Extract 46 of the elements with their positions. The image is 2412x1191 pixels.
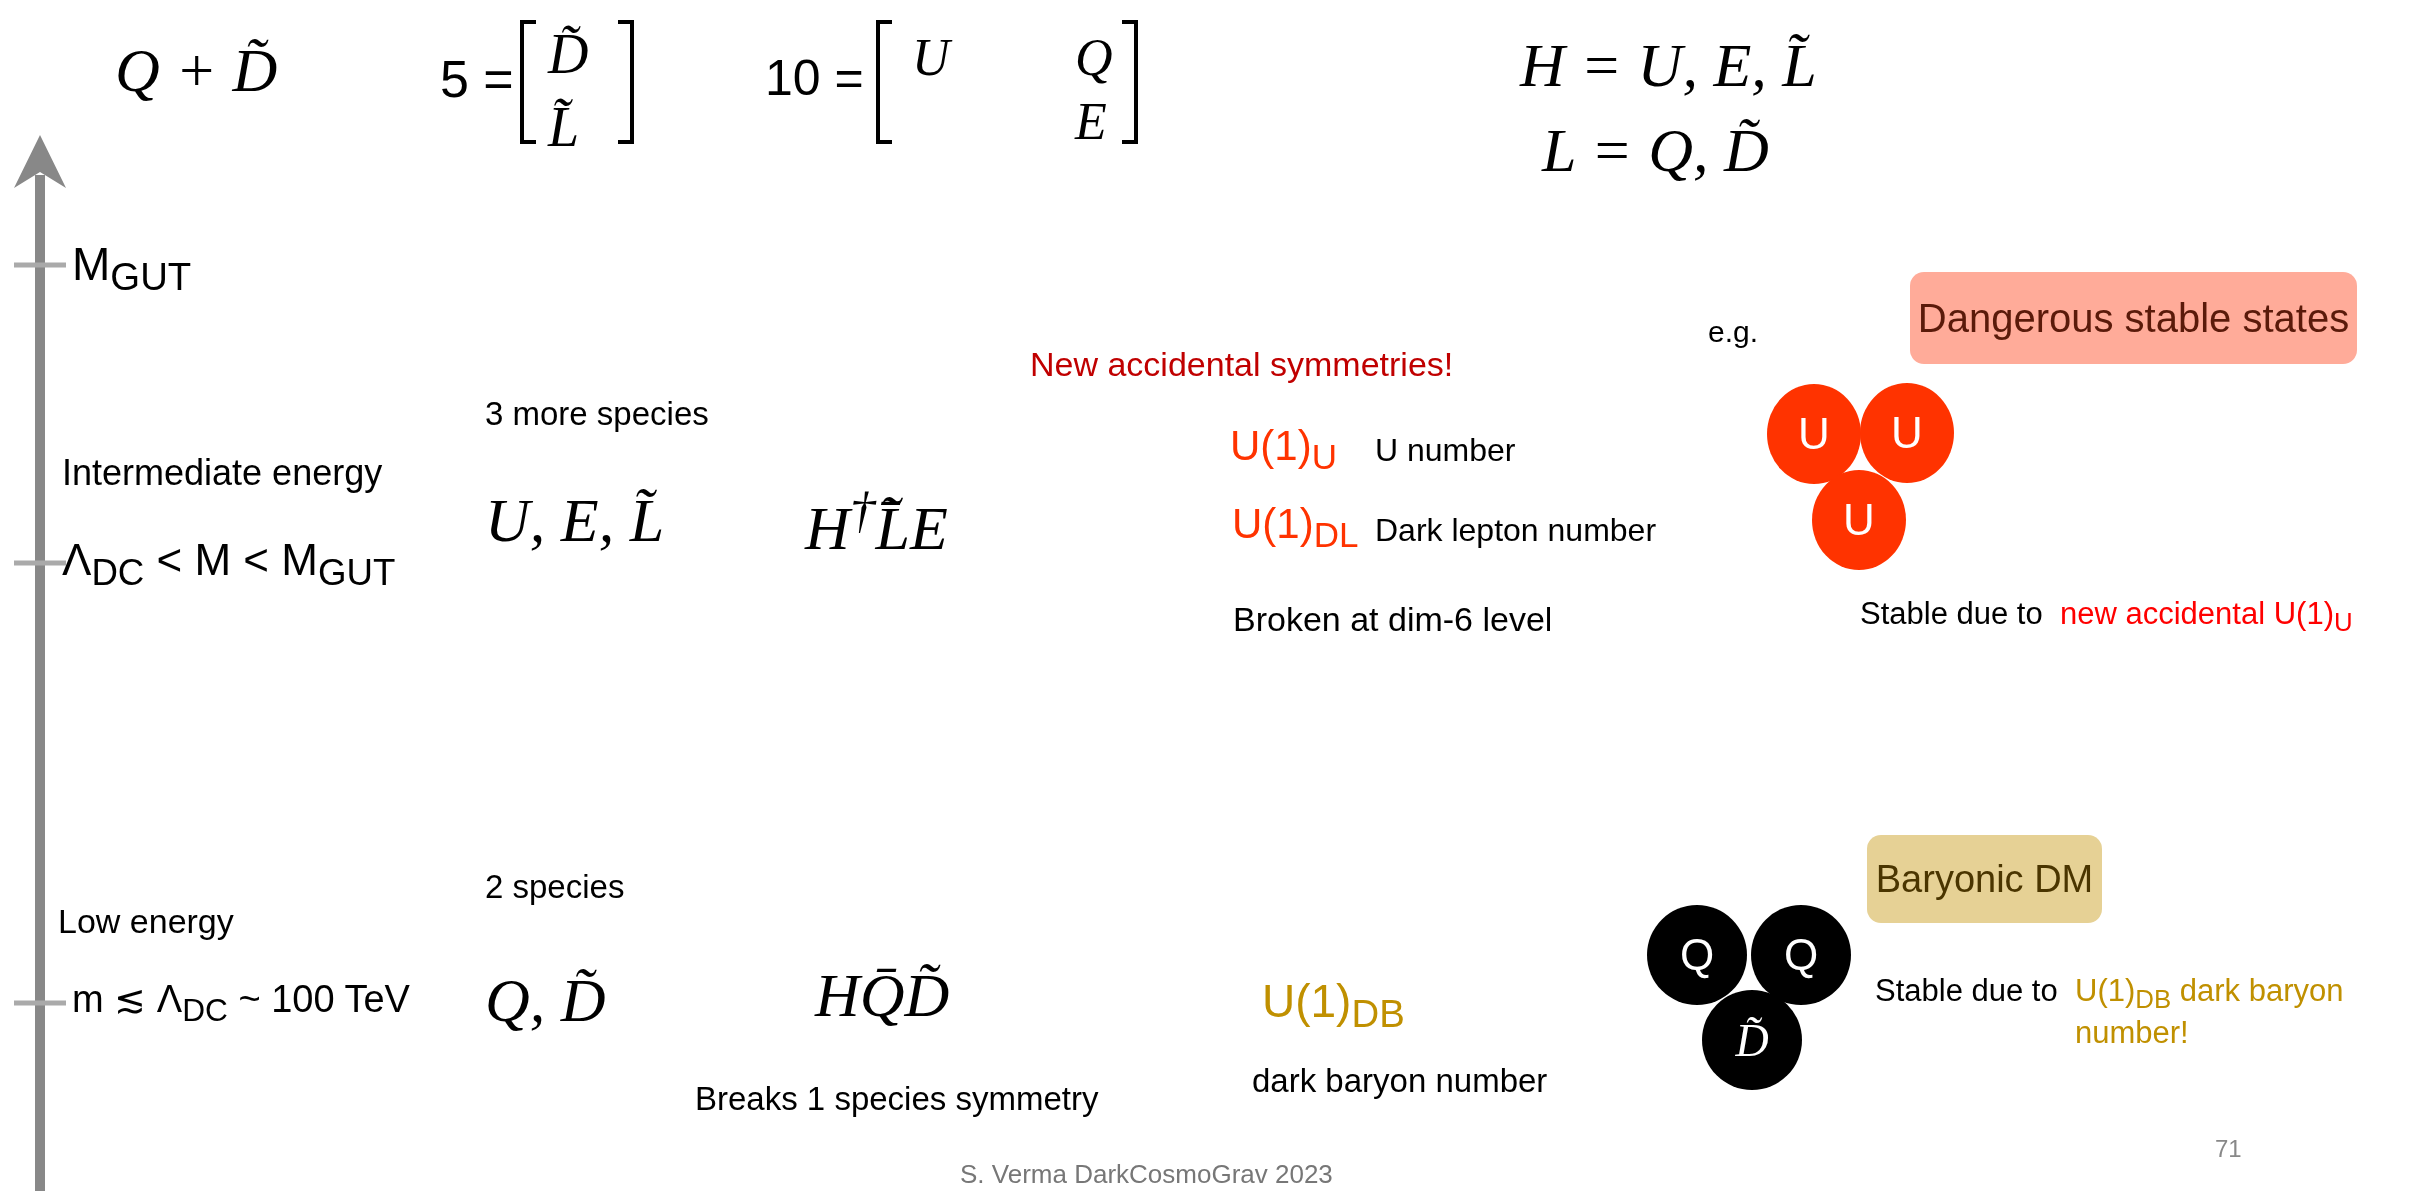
note-text: Stable due to (1860, 596, 2043, 632)
warning-box (1910, 272, 2357, 364)
symmetry-label: U(1)$_{DL}$ (1232, 500, 1359, 556)
node-label: U (1798, 409, 1830, 459)
note-text: U(1)$_{DB}$ dark baryon number! (2075, 973, 2345, 1051)
math-formula: H$^{†}$L̃̄E (805, 480, 948, 564)
node-label: U (1891, 408, 1923, 458)
math-formula: 10 = (765, 50, 864, 108)
node-label: Dangerous stable states (1917, 295, 2350, 341)
math-formula: Q + D̃ (115, 35, 278, 106)
math-formula: Q, D̃ (485, 965, 606, 1036)
note-text: 2 species (485, 868, 625, 906)
symmetry-label: U(1)$_{U}$ (1230, 422, 1337, 478)
node-label: Baryonic DM (1875, 857, 2094, 901)
axis-label: Λ$_{DC}$ < M < M$_{GUT}$ (62, 535, 396, 594)
node-label: Q (1679, 930, 1715, 980)
math-formula: L = Q, D̃ (1542, 115, 1769, 186)
note-text: Stable due to (1875, 973, 2058, 1009)
axis-label: M$_{GUT}$ (72, 238, 192, 300)
note-text: dark baryon number (1252, 1062, 1548, 1100)
axis-label: Intermediate energy (62, 452, 383, 494)
matrix-entry: L̃ (548, 95, 580, 160)
axis-label: Low energy (58, 902, 234, 942)
math-formula: 5 = (440, 50, 514, 110)
note-text: 3 more species (485, 395, 709, 433)
heading-text: New accidental symmetries! (1030, 345, 1454, 385)
matrix-entry: Q (1075, 28, 1113, 88)
note-text: Dark lepton number (1375, 512, 1657, 549)
symmetry-label: U(1)$_{DB}$ (1262, 975, 1405, 1037)
math-formula: H = U, E, L̃ (1520, 30, 1817, 101)
page-number: 71 (2215, 1135, 2242, 1163)
note-text: new accidental U(1)$_{U}$ (2060, 596, 2353, 638)
node-label: Q (1783, 930, 1819, 980)
matrix-entry: E (1075, 92, 1107, 152)
note-text: U number (1375, 432, 1516, 469)
note-text: Broken at dim-6 level (1233, 600, 1553, 640)
node-label: D̃ (1735, 1013, 1769, 1067)
highlight-box (1867, 835, 2102, 923)
node-label: U (1843, 495, 1875, 545)
note-text: e.g. (1708, 315, 1759, 350)
note-text: Breaks 1 species symmetry (695, 1080, 1099, 1118)
footer-text: S. Verma DarkCosmoGrav 2023 (960, 1160, 1333, 1190)
math-formula: HQ̄D̃ (815, 960, 950, 1031)
math-formula: U, E, L̃ (485, 485, 665, 556)
axis-label: m ≲ Λ$_{DC}$ ~ 100 TeV (72, 978, 410, 1028)
matrix-entry: D̃ (548, 22, 589, 87)
